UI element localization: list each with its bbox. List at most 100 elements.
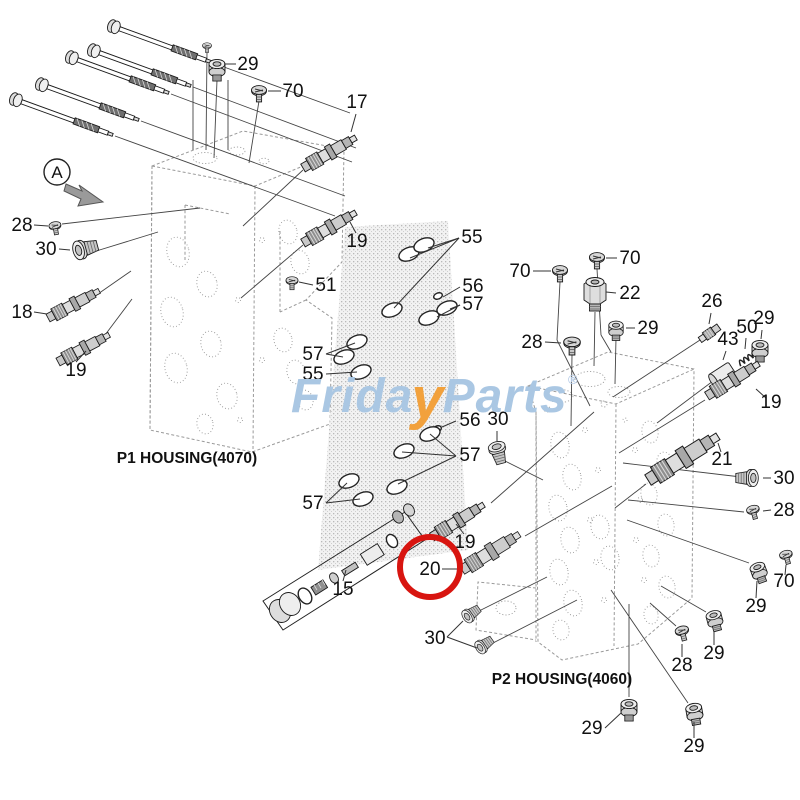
- part-29-plug: [704, 608, 726, 634]
- part-label-56: 56: [462, 276, 483, 297]
- leader-line: [708, 312, 712, 325]
- leader-line: [446, 620, 464, 638]
- part-label-29: 29: [581, 718, 602, 739]
- part-label-29: 29: [703, 643, 724, 664]
- parts-layer: [7, 18, 795, 727]
- leader-line: [33, 311, 48, 315]
- leader-line: [717, 442, 722, 453]
- leader-line: [349, 221, 357, 234]
- leader-line: [350, 113, 357, 133]
- part-label-29: 29: [753, 308, 774, 329]
- leader-line: [604, 712, 622, 729]
- leader-line: [722, 350, 727, 361]
- part-28-screw: [563, 336, 581, 356]
- part-label-21: 21: [711, 449, 732, 470]
- part-30-plug: [472, 633, 497, 657]
- part-22-nut: [583, 277, 607, 312]
- part-label-30: 30: [487, 409, 508, 430]
- part-29-plug: [684, 701, 705, 727]
- p2-housing-drawing: [475, 351, 695, 661]
- part-30-plug: [735, 469, 759, 487]
- p1-housing-drawing: [149, 130, 345, 453]
- leader-line: [75, 350, 87, 363]
- part-tie-bolt: [33, 76, 142, 127]
- part-30-plug: [70, 235, 101, 262]
- part-label-55: 55: [302, 364, 323, 385]
- seal-plate-drawing: [318, 221, 468, 570]
- part-label-29: 29: [745, 596, 766, 617]
- part-17-valve: [298, 130, 361, 175]
- leader-line: [325, 371, 358, 375]
- part-label-29: 29: [237, 54, 258, 75]
- part-29-plug: [208, 58, 226, 82]
- watermark-swoosh: y: [411, 366, 445, 431]
- part-label-20: 20: [419, 559, 440, 580]
- watermark-text: Frida: [291, 370, 414, 423]
- part-tie-bolt: [7, 91, 116, 142]
- registered-mark: ®: [567, 372, 579, 387]
- part-label-28: 28: [773, 500, 794, 521]
- part-label-29: 29: [683, 736, 704, 757]
- part-label-56: 56: [459, 410, 480, 431]
- part-28-screw: [745, 503, 762, 522]
- part-label-22: 22: [619, 283, 640, 304]
- part-28-screw: [673, 624, 692, 643]
- part-label-70: 70: [619, 248, 640, 269]
- part-label-30: 30: [424, 628, 445, 649]
- part-label-57: 57: [462, 294, 483, 315]
- fridayparts-watermark: FridayParts®: [291, 369, 579, 428]
- part-label-28: 28: [521, 332, 542, 353]
- part-70-screw: [778, 548, 795, 567]
- part-29-plug: [620, 698, 638, 722]
- part-label-30: 30: [773, 468, 794, 489]
- leader-line: [325, 482, 348, 504]
- leader-line: [397, 455, 457, 485]
- leader-line: [544, 341, 562, 344]
- leader-line: [393, 237, 460, 309]
- leader-line: [455, 523, 465, 535]
- leader-line: [342, 569, 347, 582]
- part-29-plug: [748, 560, 771, 586]
- part-label-19: 19: [454, 532, 475, 553]
- part-label-28: 28: [671, 655, 692, 676]
- part-label-26: 26: [701, 291, 722, 312]
- leader-line: [325, 342, 356, 355]
- part-label-55: 55: [461, 227, 482, 248]
- p1-housing-caption: P1 HOUSING(4070): [116, 450, 258, 467]
- part-29-plug: [751, 339, 769, 363]
- part-label-15: 15: [332, 579, 353, 600]
- part-label-19: 19: [760, 392, 781, 413]
- leader-line: [744, 337, 747, 350]
- part-label-51: 51: [315, 275, 336, 296]
- part-18-valve: [44, 284, 103, 325]
- leader-line: [784, 564, 787, 576]
- leader-line: [325, 498, 361, 504]
- part-label-29: 29: [637, 318, 658, 339]
- part-label-70: 70: [282, 81, 303, 102]
- projection-lines: [61, 51, 750, 704]
- part-70-screw: [589, 252, 605, 270]
- part-70-screw: [552, 265, 568, 283]
- part-label-57: 57: [302, 493, 323, 514]
- part-small-screw: [202, 42, 212, 53]
- part-label-57: 57: [302, 344, 323, 365]
- leader-line: [429, 433, 457, 457]
- part-label-17: 17: [346, 92, 367, 113]
- part-15-spool-kit: [262, 503, 426, 631]
- highlight-circle-part-20: [397, 534, 463, 600]
- highlight-layer: [397, 534, 463, 600]
- leader-line: [409, 237, 460, 259]
- leader-line: [442, 286, 461, 298]
- part-label-70: 70: [509, 261, 530, 282]
- view-direction-arrow: [63, 183, 105, 207]
- part-label-19: 19: [346, 231, 367, 252]
- part-label-43: 43: [717, 329, 738, 350]
- leader-line: [441, 420, 457, 428]
- part-51-screw: [285, 276, 299, 291]
- leader-line: [298, 281, 314, 286]
- part-70-screw: [251, 85, 267, 103]
- leader-line: [605, 291, 617, 294]
- leader-line: [436, 304, 461, 318]
- leader-line: [446, 636, 478, 649]
